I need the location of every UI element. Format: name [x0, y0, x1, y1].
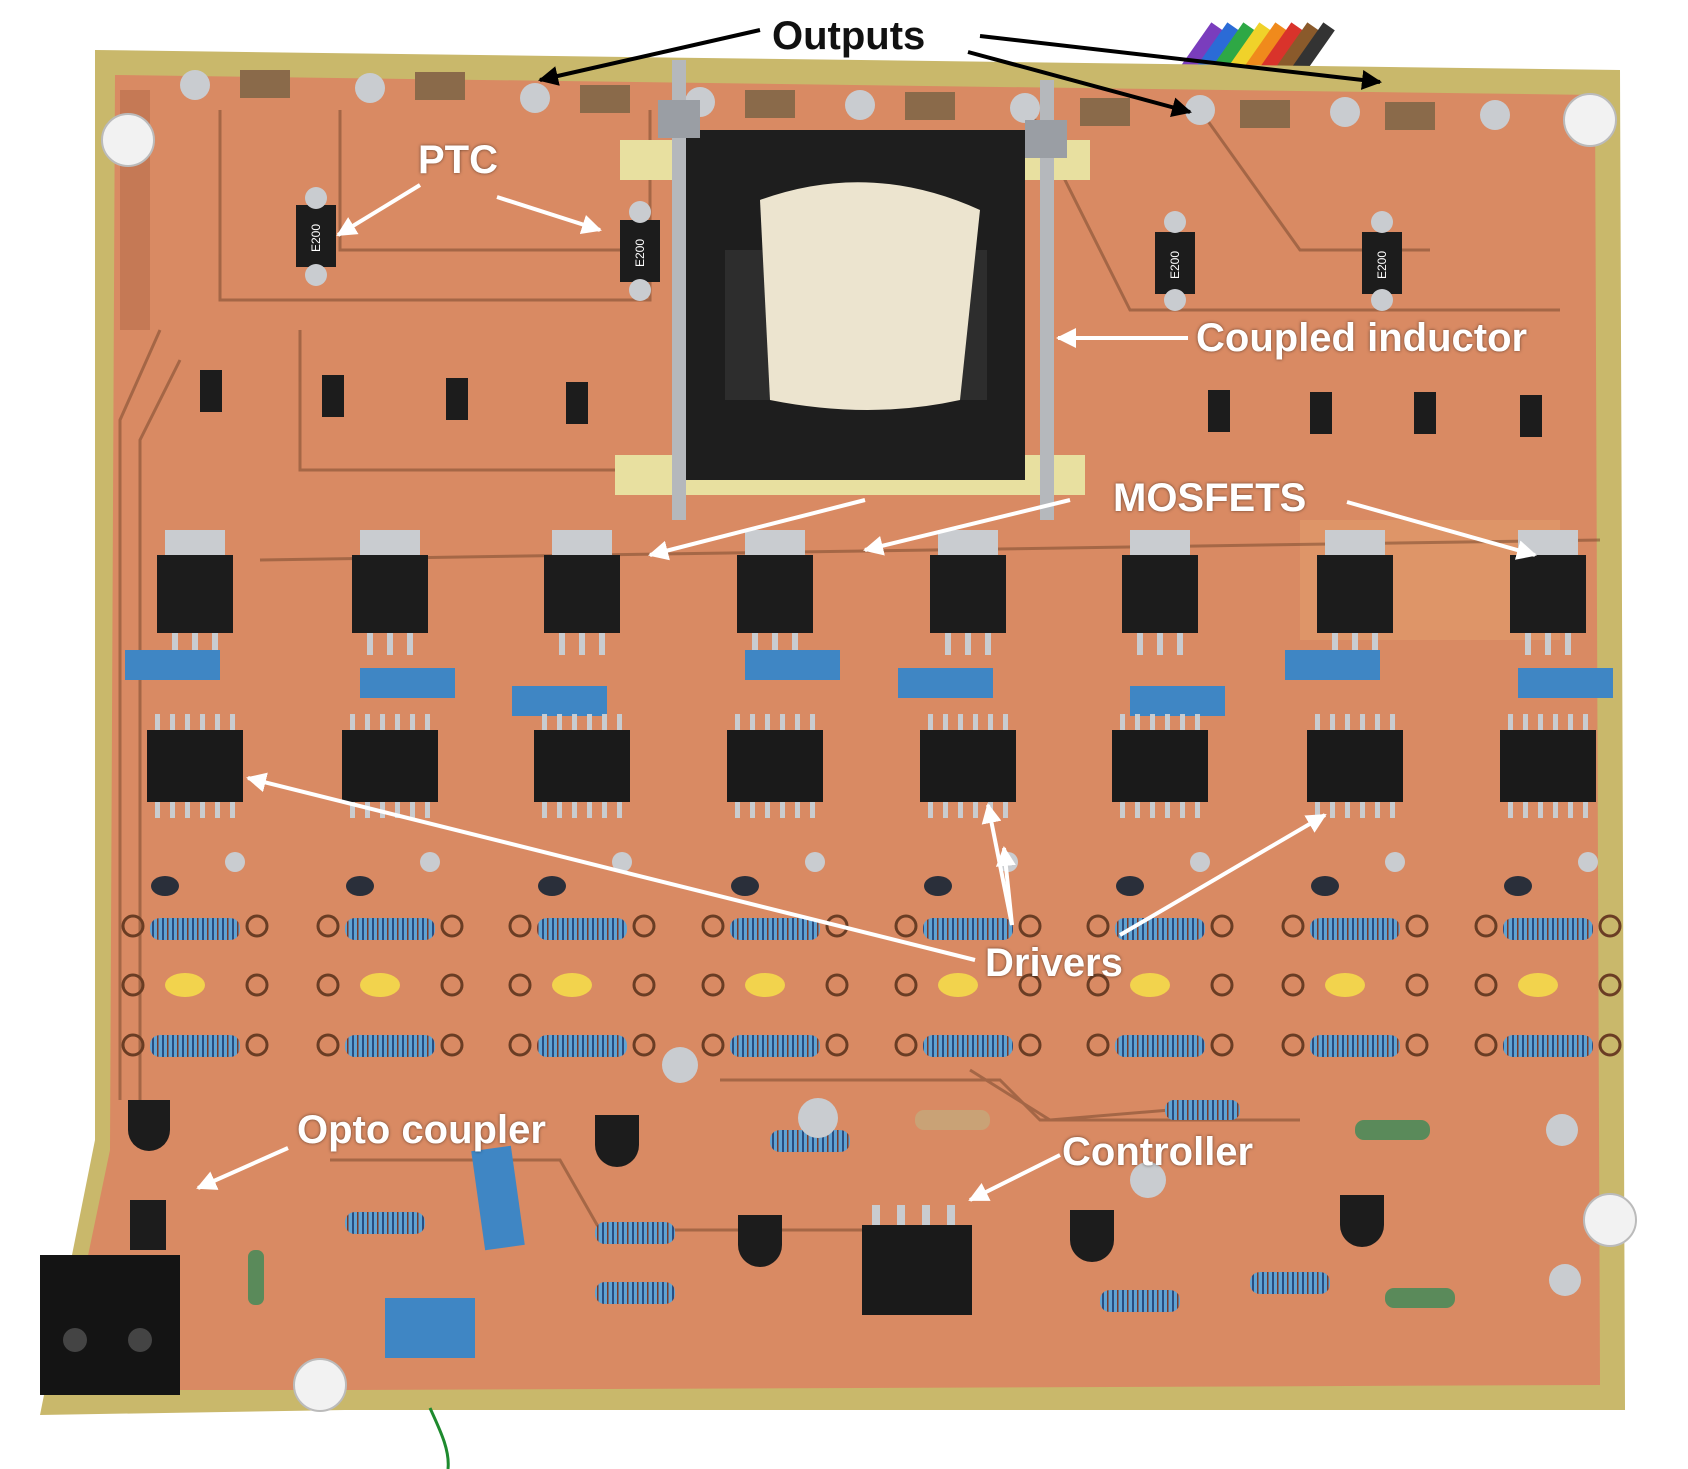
- ceramic-cap-1: [165, 973, 205, 997]
- driver-ic-2: [342, 730, 438, 802]
- driver-ic-1: [147, 730, 243, 802]
- ptc-resistors: E200 E200 E200 E200: [296, 187, 1402, 311]
- drivers-arrow-3: [995, 846, 1016, 926]
- label-ptc: PTC: [418, 138, 498, 182]
- capacitor-2: [360, 668, 455, 698]
- resistor-a-3: [537, 918, 627, 940]
- ptc-marking-2: E200: [633, 239, 647, 267]
- label-drivers: Drivers: [985, 941, 1123, 985]
- ceramic-cap-3: [552, 973, 592, 997]
- label-opto-coupler: Opto coupler: [297, 1108, 546, 1152]
- output-pads: [180, 70, 1510, 130]
- mosfets-arrow-1: [648, 498, 866, 561]
- resistor-b-8: [1503, 1035, 1593, 1057]
- mosfet-3: [544, 555, 620, 633]
- resistor-b-1: [150, 1035, 240, 1057]
- ceramic-cap-2: [360, 973, 400, 997]
- capacitor-5: [898, 668, 993, 698]
- ptc-marking-4: E200: [1375, 251, 1389, 279]
- drivers-arrow-4: [1118, 813, 1327, 937]
- ceramic-cap-7: [1325, 973, 1365, 997]
- driver-ic-8: [1500, 730, 1596, 802]
- ceramic-cap-6: [1130, 973, 1170, 997]
- resistor-b-3: [537, 1035, 627, 1057]
- mounting-standoffs: [101, 93, 1637, 1412]
- resistor-b-6: [1115, 1035, 1205, 1057]
- resistor-b-7: [1310, 1035, 1400, 1057]
- coupled-inductor: [615, 60, 1090, 520]
- capacitor-7: [1285, 650, 1380, 680]
- outputs-arrow-mid: [967, 50, 1192, 117]
- opto-coupler-arrow: [196, 1146, 289, 1190]
- mosfet-7: [1317, 555, 1393, 633]
- driver-ic-6: [1112, 730, 1208, 802]
- driver-ic-3: [534, 730, 630, 802]
- ptc-arrow-left: [336, 183, 422, 237]
- mosfet-5: [930, 555, 1006, 633]
- resistor-a-7: [1310, 918, 1400, 940]
- resistor-a-5: [923, 918, 1013, 940]
- resistor-a-2: [345, 918, 435, 940]
- resistor-a-8: [1503, 918, 1593, 940]
- channel-columns: [121, 530, 1622, 1057]
- label-controller: Controller: [1062, 1130, 1254, 1174]
- resistor-b-4: [730, 1035, 820, 1057]
- mosfet-6: [1122, 555, 1198, 633]
- ceramic-cap-4: [745, 973, 785, 997]
- annotation-arrows: [196, 28, 1537, 1202]
- resistor-b-5: [923, 1035, 1013, 1057]
- drivers-arrow-1: [246, 772, 976, 962]
- capacitor-4: [745, 650, 840, 680]
- controller-arrow: [968, 1153, 1061, 1202]
- mosfets-arrow-2: [863, 498, 1071, 556]
- mosfets-arrow-3: [1346, 500, 1537, 560]
- driver-ic-5: [920, 730, 1016, 802]
- outputs-arrow-left: [538, 28, 761, 86]
- label-mosfets: MOSFETS: [1113, 476, 1307, 520]
- capacitor-3: [512, 686, 607, 716]
- ptc-arrow-right: [496, 195, 602, 235]
- capacitor-8: [1518, 668, 1613, 698]
- mosfet-1: [157, 555, 233, 633]
- mosfet-8: [1510, 555, 1586, 633]
- resistor-b-2: [345, 1035, 435, 1057]
- diodes: [200, 370, 1542, 437]
- mosfet-2: [352, 555, 428, 633]
- outputs-arrow-right: [979, 34, 1382, 90]
- capacitor-6: [1130, 686, 1225, 716]
- mosfet-4: [737, 555, 813, 633]
- ceramic-cap-5: [938, 973, 978, 997]
- ptc-marking-1: E200: [309, 224, 323, 252]
- ceramic-cap-8: [1518, 973, 1558, 997]
- label-coupled-inductor: Coupled inductor: [1196, 316, 1528, 360]
- driver-ic-4: [727, 730, 823, 802]
- bottom-components: [40, 1047, 1581, 1469]
- label-outputs: Outputs: [772, 14, 926, 58]
- driver-ic-7: [1307, 730, 1403, 802]
- resistor-a-1: [150, 918, 240, 940]
- resistor-a-4: [730, 918, 820, 940]
- ptc-marking-3: E200: [1168, 251, 1182, 279]
- capacitor-1: [125, 650, 220, 680]
